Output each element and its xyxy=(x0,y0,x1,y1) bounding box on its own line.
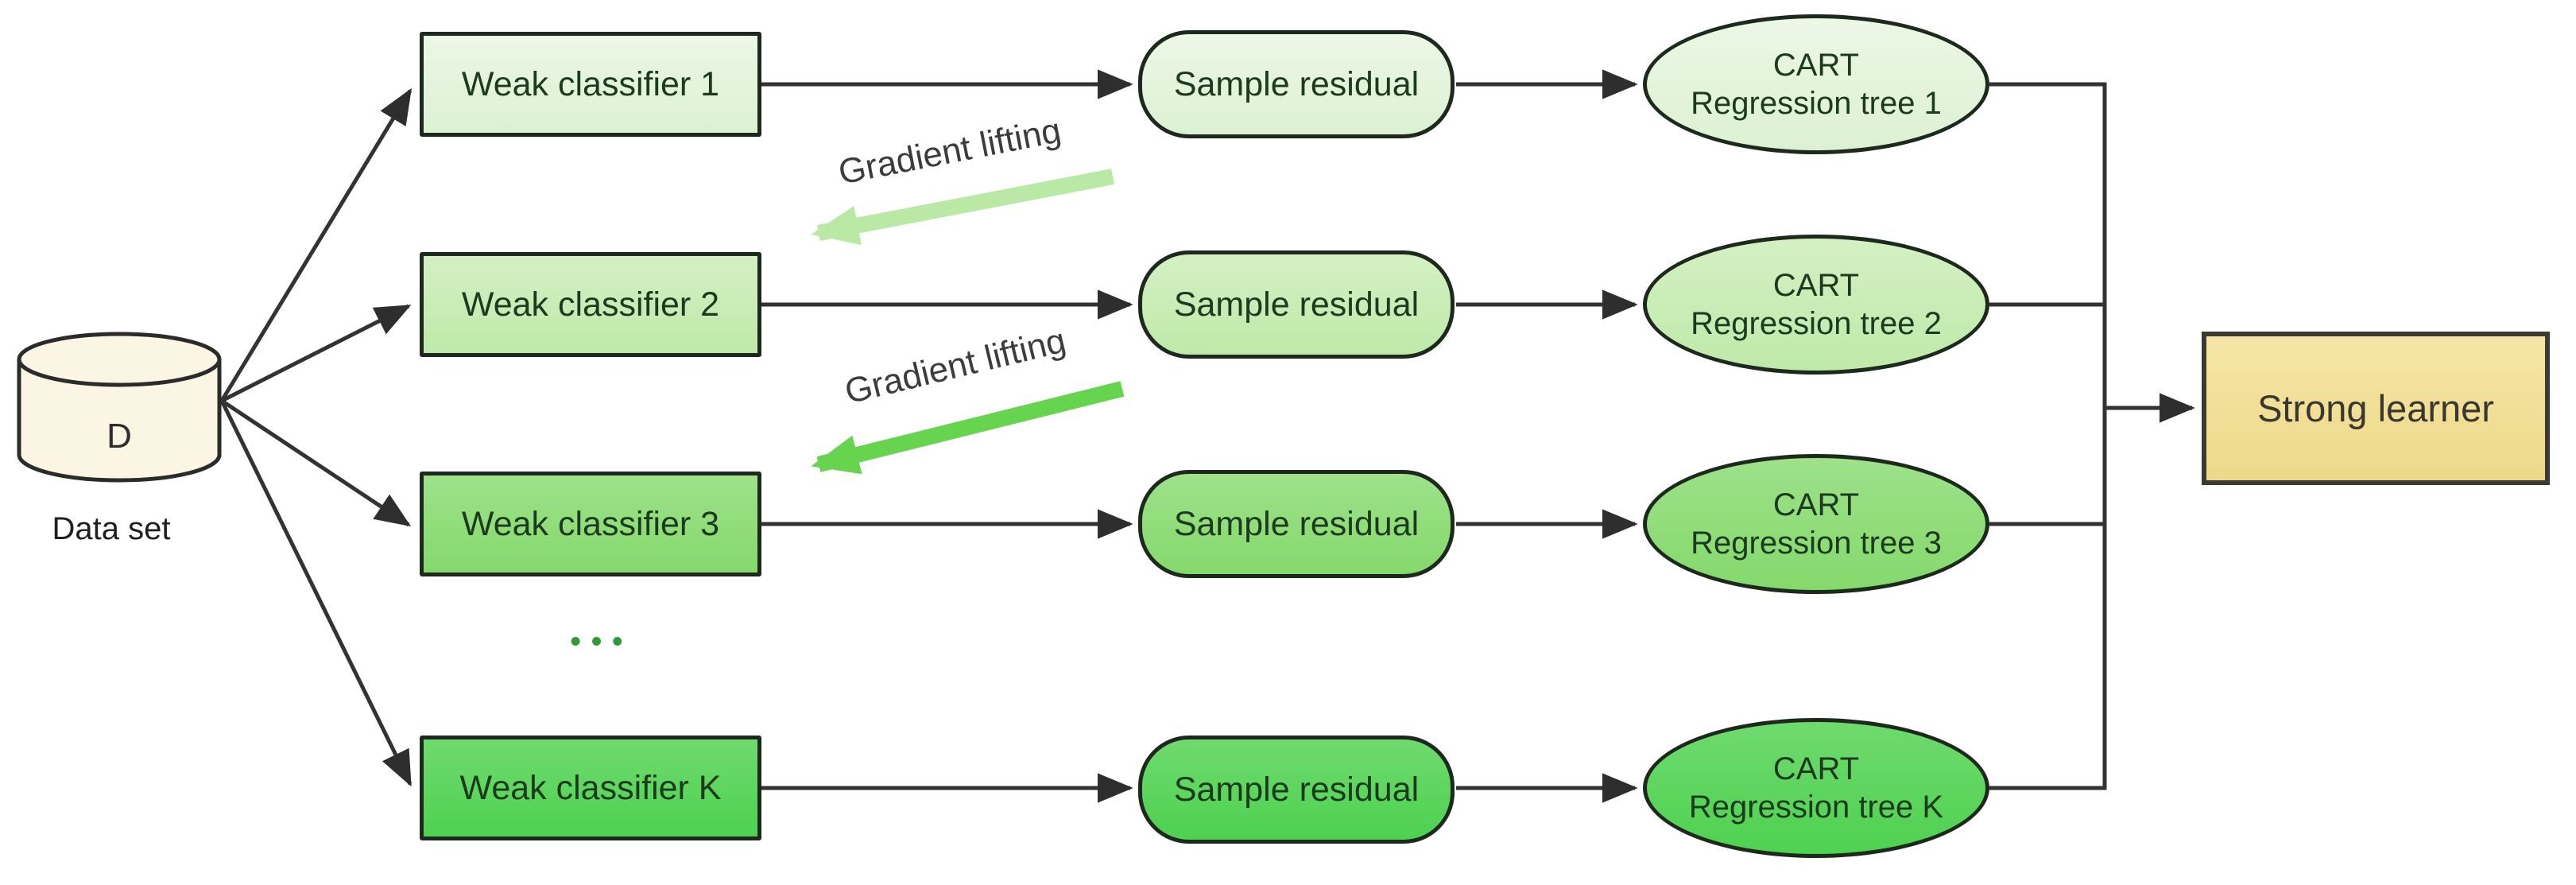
cart-tree-1-line2: Regression tree 1 xyxy=(1691,86,1942,121)
weak-classifier-3-box: Weak classifier 3 xyxy=(420,472,761,576)
dataset-caption: Data set xyxy=(52,511,171,546)
arrow-dataset-to-classifier-k xyxy=(219,399,413,787)
sample-residual-3-label: Sample residual xyxy=(1173,504,1420,543)
dataset-symbol: D xyxy=(107,417,132,456)
sample-residual-1-label: Sample residual xyxy=(1173,64,1420,103)
sample-residual-k-pill: Sample residual xyxy=(1138,736,1455,844)
weak-classifier-2-box: Weak classifier 2 xyxy=(420,252,761,357)
arrow-dataset-to-classifier-2 xyxy=(220,304,412,403)
weak-classifier-k-box: Weak classifier K xyxy=(420,736,761,840)
cart-tree-2-ellipse: CART Regression tree 2 xyxy=(1643,235,1989,375)
arrow-dataset-to-classifier-1 xyxy=(219,87,413,402)
sample-residual-2-pill: Sample residual xyxy=(1138,250,1455,359)
gradient-lifting-arrow-2 xyxy=(811,381,1125,475)
sample-residual-3-pill: Sample residual xyxy=(1138,470,1455,578)
sample-residual-k-label: Sample residual xyxy=(1173,770,1420,809)
gradient-lifting-arrow-1 xyxy=(811,169,1114,246)
cart-tree-3-line2: Regression tree 3 xyxy=(1691,526,1942,561)
weak-classifier-1-label: Weak classifier 1 xyxy=(461,64,720,103)
sample-residual-1-pill: Sample residual xyxy=(1138,30,1455,138)
weak-classifier-3-label: Weak classifier 3 xyxy=(461,504,720,543)
cart-tree-2-line1: CART xyxy=(1772,268,1860,303)
strong-learner-label: Strong learner xyxy=(2257,387,2494,429)
strong-learner-box: Strong learner xyxy=(2202,332,2550,485)
weak-classifier-k-label: Weak classifier K xyxy=(459,768,722,807)
arrow-dataset-to-classifier-3 xyxy=(220,398,412,527)
cart-tree-k-line2: Regression tree K xyxy=(1688,790,1944,825)
cart-tree-k-line1: CART xyxy=(1772,751,1860,786)
cart-tree-2-line2: Regression tree 2 xyxy=(1691,306,1942,341)
cart-tree-1-line1: CART xyxy=(1772,48,1860,83)
dataset-cylinder xyxy=(17,332,222,483)
weak-classifier-1-box: Weak classifier 1 xyxy=(420,32,761,137)
sample-residual-2-label: Sample residual xyxy=(1173,285,1420,324)
cart-tree-k-ellipse: CART Regression tree K xyxy=(1643,718,1989,858)
ellipsis-dots: ••• xyxy=(570,625,633,658)
cart-tree-3-ellipse: CART Regression tree 3 xyxy=(1643,454,1989,594)
cart-tree-3-line1: CART xyxy=(1772,487,1860,522)
weak-classifier-2-label: Weak classifier 2 xyxy=(461,285,720,324)
cart-tree-1-ellipse: CART Regression tree 1 xyxy=(1643,14,1989,154)
